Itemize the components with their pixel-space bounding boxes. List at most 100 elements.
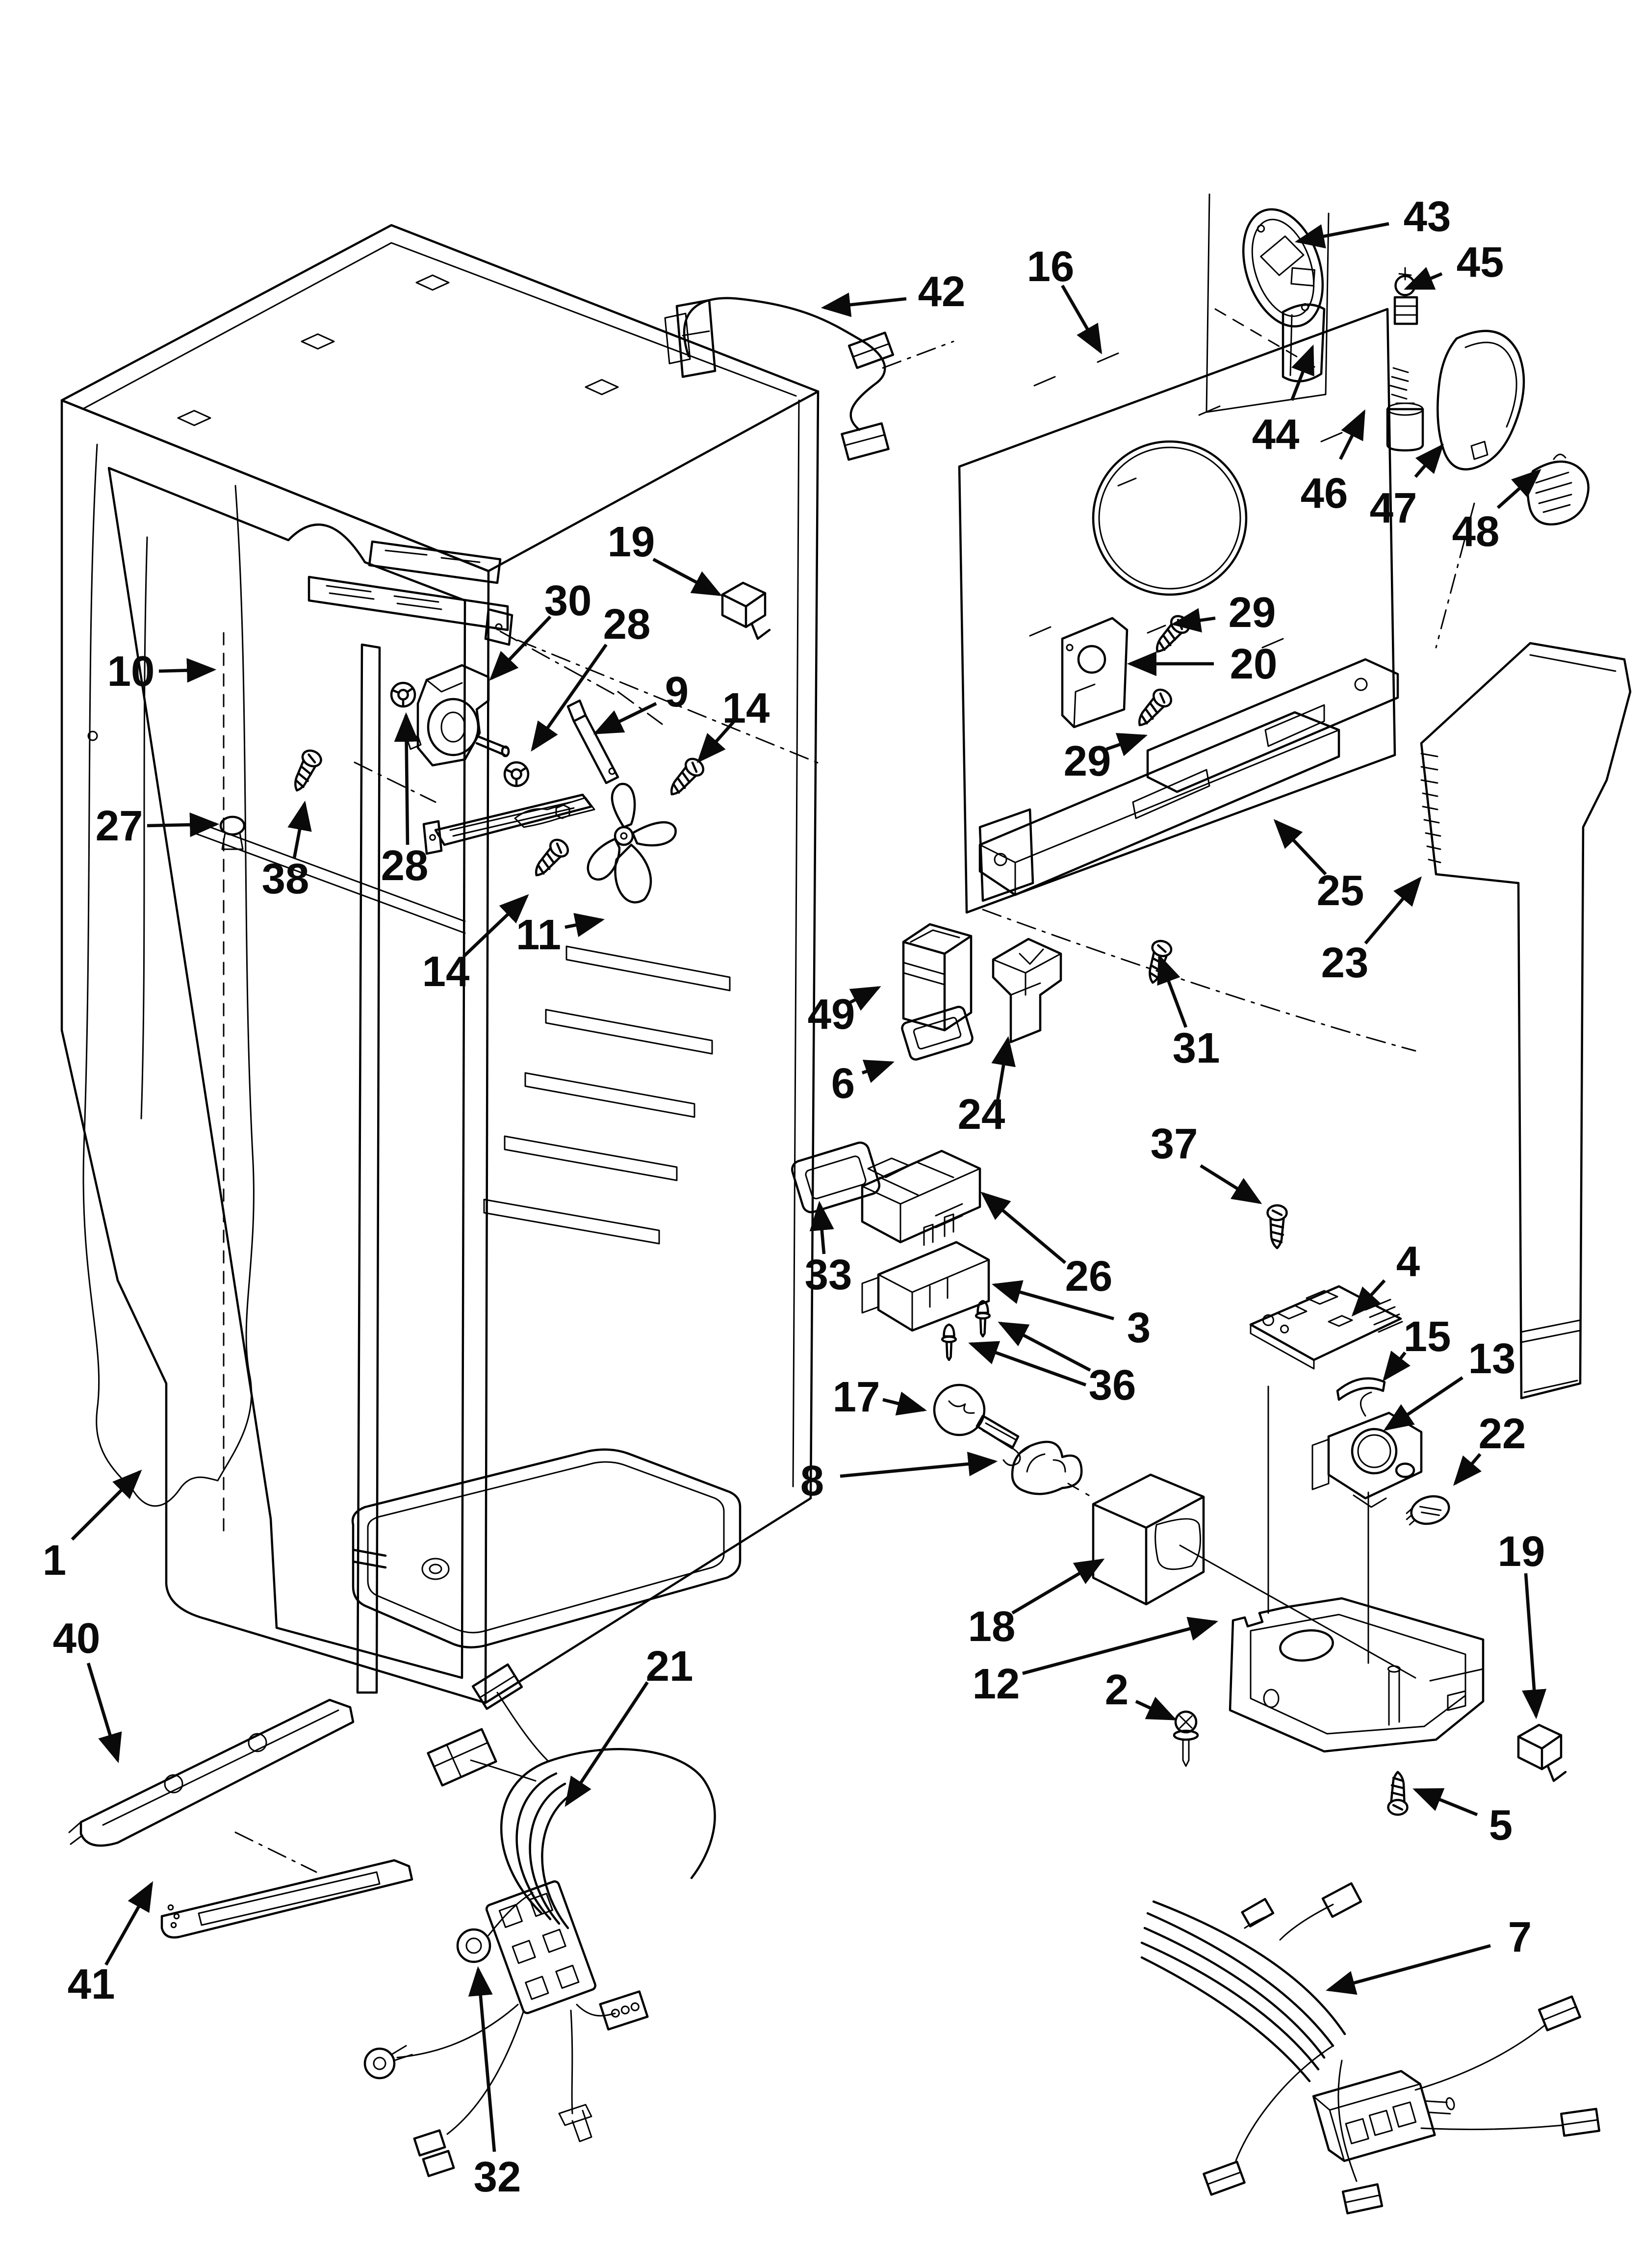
light-shield-44 [1282,303,1326,383]
callout-12-41: 12 [973,1660,1020,1708]
callout-4-33: 4 [1396,1238,1420,1285]
callout-arrow-30 [489,615,552,681]
lamp-cover-48 [1526,453,1590,526]
lamp-box-18 [1092,1473,1205,1606]
callout-arrow-27 [147,812,220,837]
callout-arrow-15 [1383,1351,1411,1382]
callout-arrow-19 [652,558,722,596]
callout-17-38: 17 [833,1373,880,1421]
callout-30-9: 30 [544,577,592,625]
control-housing-3 [861,1213,990,1332]
top-vent-holes [177,274,619,426]
callout-arrow-13 [1383,1376,1463,1431]
callout-10-11: 10 [107,648,155,695]
callout-28-16: 28 [381,842,429,889]
callout-arrow-29 [1105,732,1148,756]
air-inlet-24 [992,938,1062,1043]
callout-arrow-47 [1414,443,1444,478]
gasket-6 [901,1006,974,1061]
callout-arrow-22 [1453,1453,1482,1486]
callout-arrow-26 [980,1191,1067,1264]
damper-plate-20 [1061,617,1129,729]
callout-22-36: 22 [1479,1410,1526,1458]
control-housing-26 [861,1149,981,1244]
callout-arrow-18 [1011,1558,1105,1615]
callout-43-0: 43 [1404,193,1451,240]
toe-grille-41 [160,1859,413,1939]
damper-housing-49 [902,923,973,1032]
vacuum-tube-15 [1336,1377,1386,1401]
line-art [60,193,1632,2215]
callout-29-21: 29 [1064,737,1111,785]
clip-27 [219,815,246,850]
defrost-harness-42 [664,297,895,461]
callout-arrow-38 [287,800,312,859]
callout-arrow-28 [531,644,608,752]
callout-arrow-32 [468,1966,496,2152]
wire-harness-7 [1140,1882,1601,2215]
callout-arrow-9 [593,702,657,734]
callout-arrow-8 [840,1452,998,1478]
callout-arrow-5 [1412,1788,1478,1817]
callout-arrow-4 [1351,1279,1386,1317]
callout-48-5: 48 [1452,508,1500,555]
callout-37-32: 37 [1151,1120,1198,1168]
callout-arrow-14 [462,894,529,958]
shelf-slats [483,945,731,1245]
callout-arrow-7 [1325,1944,1491,1995]
callout-arrow-44 [1290,344,1314,401]
callout-arrow-19 [1522,1573,1547,1720]
callout-14-13: 14 [722,684,770,732]
callout-32-48: 32 [474,2153,521,2201]
callout-arrow-31 [1157,954,1188,1028]
alignment-lines [517,340,954,766]
callout-19-8: 19 [608,518,655,566]
callout-27-14: 27 [96,802,143,850]
callout-arrow-41 [104,1881,154,1966]
callout-arrow-45 [1404,267,1443,290]
callout-arrow-24 [991,1036,1016,1101]
liner-right-face [484,390,820,1704]
callout-45-1: 45 [1457,238,1504,286]
callout-5-43: 5 [1489,1801,1513,1849]
liner-front-face [60,399,490,1704]
callout-arrow-14 [696,720,736,763]
callout-28-10: 28 [603,600,651,648]
callout-arrow-28 [394,712,419,845]
callout-arrow-46 [1339,409,1365,460]
callout-arrow-11 [564,912,605,938]
callout-arrow-36 [998,1322,1091,1372]
bulb-socket-8 [1011,1440,1083,1495]
fan-motor-30 [407,664,510,767]
air-duct-25 [978,658,1399,896]
callout-15-34: 15 [1404,1313,1451,1360]
hanger-rail [308,540,513,646]
callout-arrow-3 [991,1280,1114,1321]
callout-16-7: 16 [1027,243,1075,290]
round-connector-32 [456,1928,491,1963]
callout-13-35: 13 [1468,1335,1516,1382]
callout-36-31: 36 [1089,1361,1136,1409]
callout-40-45: 40 [53,1615,101,1662]
callout-arrow-42 [821,292,907,317]
callout-arrow-33 [809,1200,834,1254]
fastener-2 [1173,1710,1199,1767]
callout-33-28: 33 [805,1251,852,1299]
callout-8-39: 8 [800,1457,824,1505]
callout-arrow-40 [86,1663,122,1764]
toe-grille-40 [68,1698,355,1873]
mullion-post [352,643,387,1694]
callout-arrow-48 [1496,469,1541,509]
callout-29-19: 29 [1229,589,1276,636]
callout-31-24: 31 [1173,1024,1220,1072]
callout-arrow-2 [1135,1696,1177,1721]
callout-38-15: 38 [262,855,309,903]
callout-24-27: 24 [958,1091,1005,1138]
ring-terminal [363,2045,413,2080]
main-connector [1312,2070,1455,2162]
rear-air-panel [958,193,1416,1052]
callout-23-23: 23 [1321,939,1369,987]
